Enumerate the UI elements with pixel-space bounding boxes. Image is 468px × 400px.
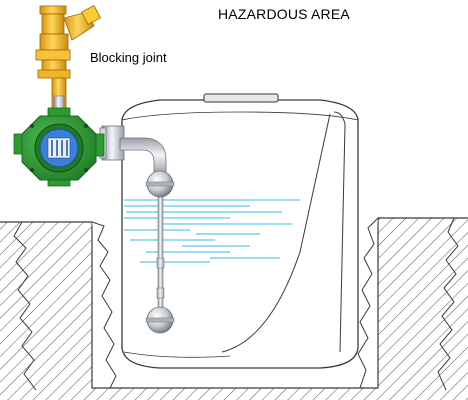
conduit [51, 75, 67, 115]
hazardous-area-label: HAZARDOUS AREA [218, 6, 350, 22]
ground-section [0, 217, 468, 400]
blocking-joint-label: Blocking joint [90, 50, 167, 65]
blocking-joint-icon [35, 4, 102, 79]
level-float-switch [145, 170, 175, 334]
junction-enclosure-icon [13, 107, 105, 187]
tank-lid [203, 93, 279, 103]
liquid-level [124, 199, 300, 263]
